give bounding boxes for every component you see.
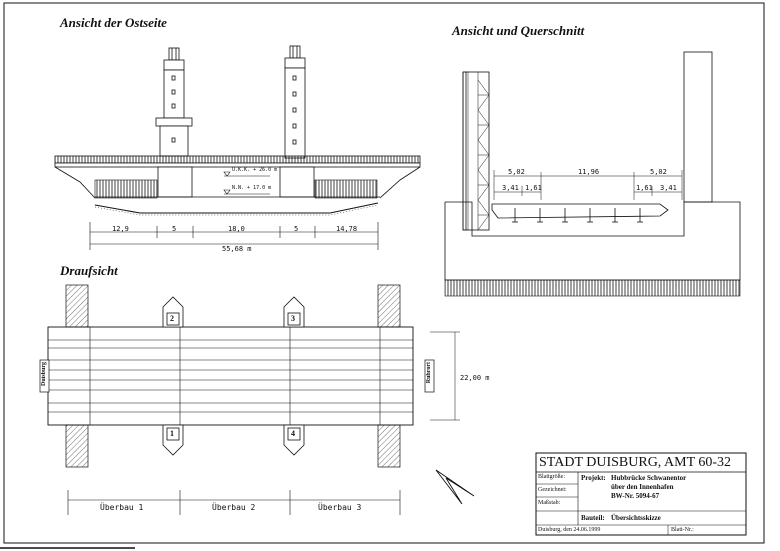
wall-hatch-left — [94, 179, 158, 199]
tower-number-2: 2 — [170, 314, 174, 323]
tower-footprints — [162, 296, 305, 456]
project-line-1: Hubbrücke Schwanentor — [611, 474, 687, 482]
superstructure-dimension — [67, 490, 401, 515]
span-label-5: 14,78 — [336, 225, 358, 233]
superstructure-1-label: Überbau 1 — [100, 503, 144, 512]
cross-section — [444, 51, 741, 297]
bank-left — [54, 166, 96, 199]
ukk-level-label: U.K.K. + 26.0 m — [232, 167, 278, 173]
drawing-date: Duisburg, den 24.06.1999 — [538, 527, 601, 533]
span-label-4: 5 — [294, 225, 299, 233]
sign-right — [424, 359, 435, 393]
tower-number-1: 1 — [170, 429, 174, 438]
section-subdim-1: 3,41 — [502, 184, 519, 192]
tower-number-4: 4 — [291, 429, 295, 438]
span-label-3: 18,0 — [228, 225, 245, 233]
deck-girder — [54, 162, 421, 168]
tower-left — [155, 47, 193, 157]
roadway-lanes — [48, 339, 413, 413]
project-line-2: über den Innenhafen — [611, 483, 674, 491]
section-subdim-2: 1,61 — [525, 184, 542, 192]
section-dim-middle: 11,96 — [578, 168, 600, 176]
tower-right — [284, 45, 306, 159]
sheet-number-label: Blatt-Nr.: — [671, 527, 694, 533]
deck-railing — [54, 155, 421, 164]
section-subdim-4: 3,41 — [660, 184, 677, 192]
riverbed — [94, 202, 379, 214]
span-label-2: 5 — [172, 225, 177, 233]
title-block-frame — [535, 452, 747, 536]
span-label-1: 12,9 — [112, 225, 129, 233]
project-label: Projekt: — [581, 474, 606, 482]
roadway-outline — [47, 326, 414, 426]
abutment-blocks — [65, 284, 401, 468]
nn-marker — [223, 189, 231, 195]
sign-duisburg: Duisburg — [41, 362, 47, 387]
scale-label: Maßstab: — [538, 500, 561, 506]
drawn-label: Gezeichnet: — [538, 487, 567, 493]
plan-view-title: Draufsicht — [60, 263, 118, 278]
nn-level-label: N.N. + 17.0 m — [232, 185, 272, 191]
east-elevation — [54, 45, 421, 250]
part-label: Bauteil: — [581, 514, 605, 522]
section-dim-right: 5,02 — [650, 168, 667, 176]
roadway-width-label: 22,00 m — [460, 374, 490, 382]
pier-left — [157, 166, 193, 198]
sheet-border — [3, 2, 765, 544]
superstructure-3-label: Überbau 3 — [318, 503, 362, 512]
superstructure-2-label: Überbau 2 — [212, 503, 256, 512]
foundation-hatch — [444, 279, 741, 297]
plan-view — [39, 284, 475, 515]
sign-left — [39, 359, 50, 393]
span-dimension-chain — [89, 222, 379, 250]
sheet-size-label: Blattgröße: — [538, 474, 565, 480]
lift-tower-right — [683, 51, 713, 203]
wall-hatch-right — [314, 179, 378, 199]
total-length-label: 55,68 m — [222, 245, 252, 253]
width-dimension — [430, 331, 460, 421]
ukk-marker — [223, 171, 231, 177]
north-arrow-icon — [435, 469, 475, 505]
east-view-title: Ansicht der Ostseite — [60, 15, 167, 30]
sign-ruhrort: Ruhrort — [426, 362, 432, 384]
bank-right — [379, 166, 421, 199]
authority-title: STADT DUISBURG, AMT 60-32 — [539, 455, 732, 470]
pier-right — [279, 166, 315, 198]
section-dimensions — [493, 170, 683, 200]
section-view-title: Ansicht und Querschnitt — [452, 23, 585, 38]
tower-number-3: 3 — [291, 314, 295, 323]
deck-section — [491, 203, 669, 219]
section-subdim-3: 1,61 — [636, 184, 653, 192]
section-dim-left: 5,02 — [508, 168, 525, 176]
project-line-3: BW-Nr. 5094-67 — [611, 492, 660, 500]
part-value: Übersichtsskizze — [611, 514, 661, 522]
